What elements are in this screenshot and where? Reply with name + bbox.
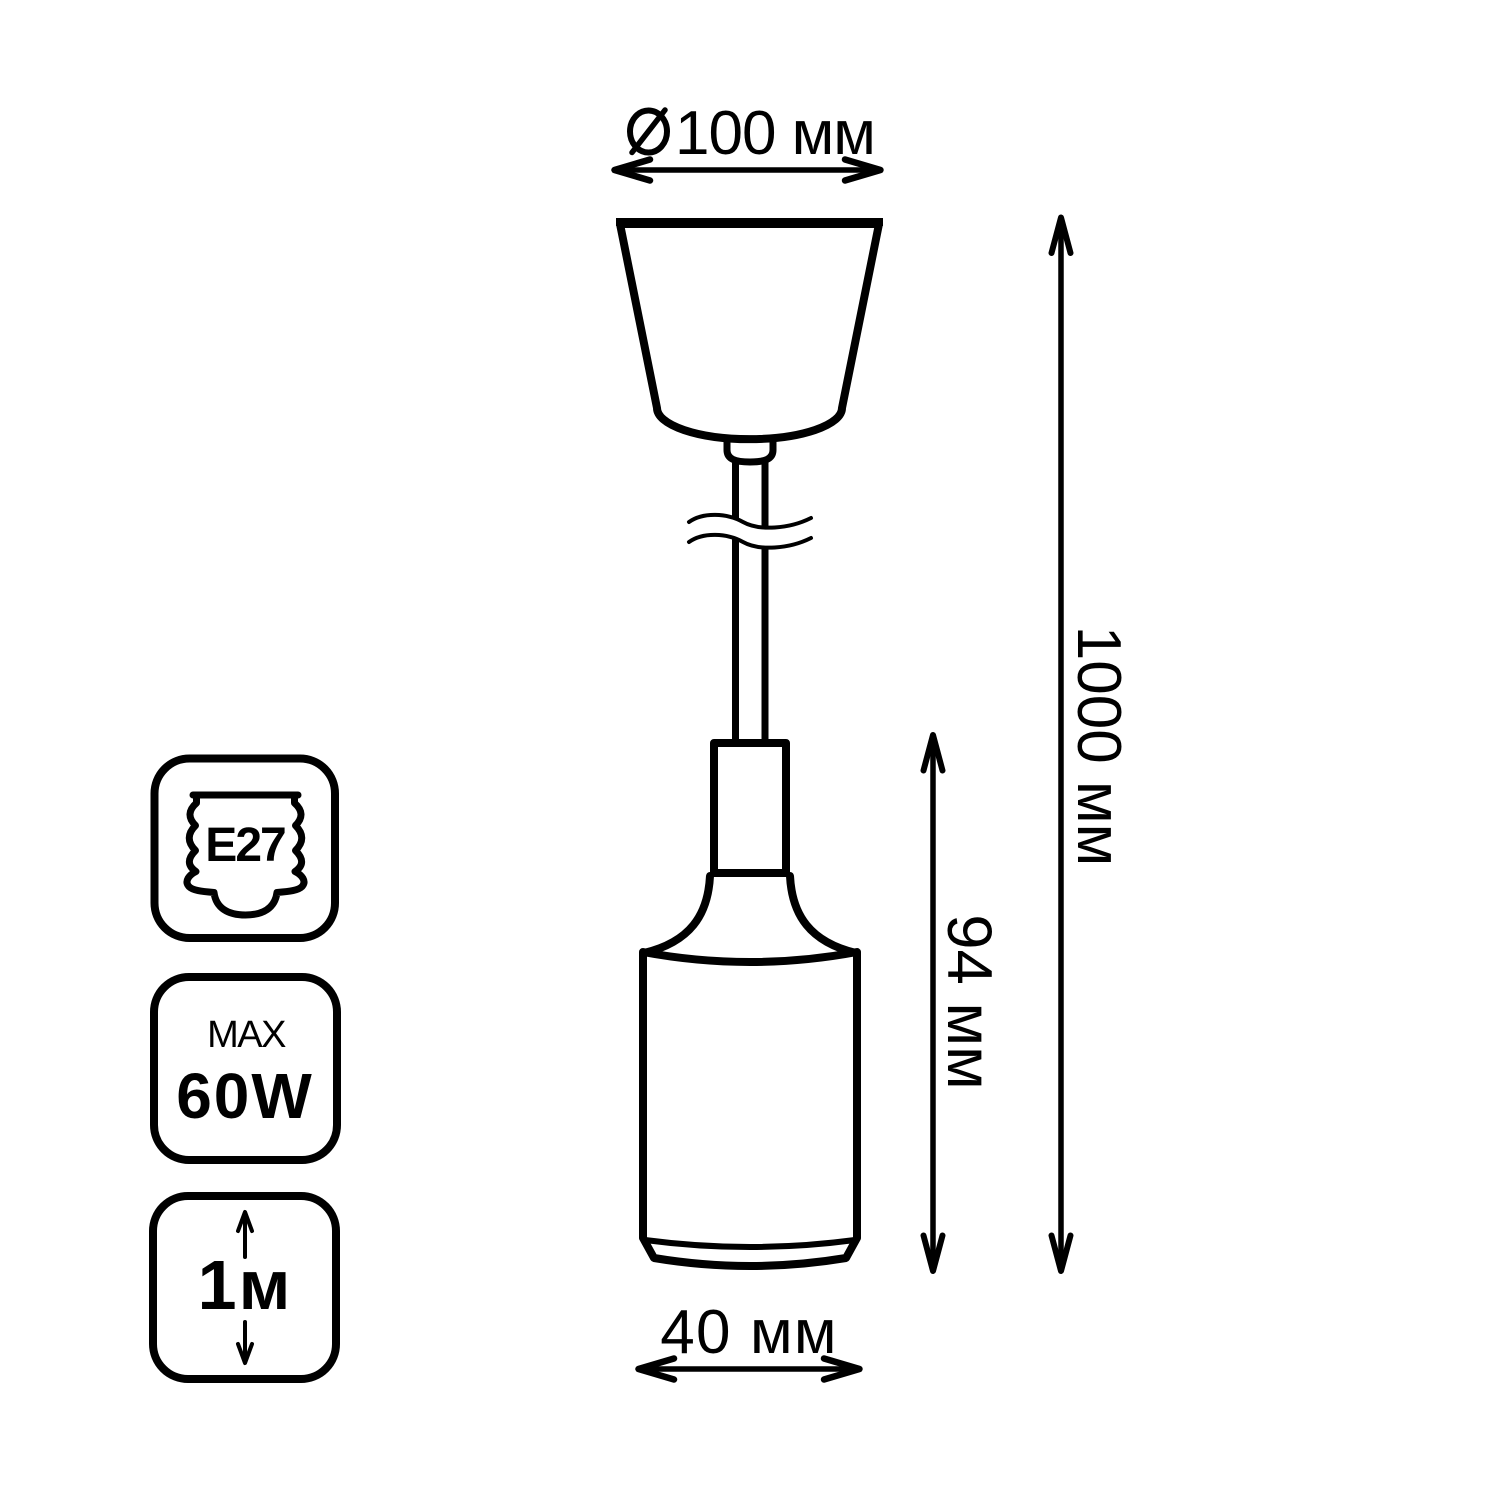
svg-text:MAX: MAX: [207, 1014, 286, 1056]
svg-text:100 мм: 100 мм: [675, 99, 875, 168]
svg-text:60W: 60W: [176, 1060, 314, 1132]
svg-text:1000 мм: 1000 мм: [1064, 626, 1133, 866]
svg-text:1м: 1м: [198, 1246, 293, 1324]
svg-text:94 мм: 94 мм: [934, 914, 1004, 1090]
svg-text:40 мм: 40 мм: [660, 1298, 837, 1367]
svg-text:E27: E27: [205, 819, 285, 872]
